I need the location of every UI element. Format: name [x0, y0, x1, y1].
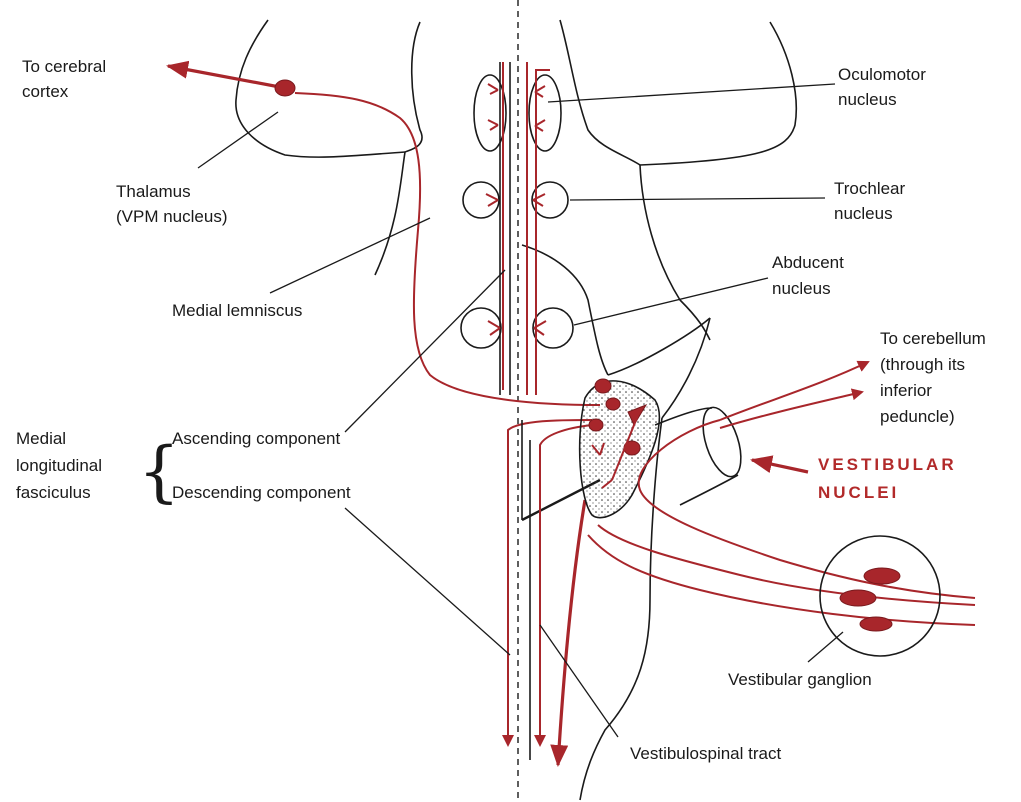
vestibular-ganglion-shape — [820, 536, 940, 656]
mlf-ascending-outline — [500, 62, 510, 395]
mlf-label: Medial longitudinal fasciculus — [16, 429, 107, 502]
vestibulospinal-tract-label: Vestibulospinal tract — [630, 744, 781, 763]
ascending-pathway-right — [527, 62, 550, 395]
vestibulospinal-arrow — [558, 500, 585, 765]
thalamus-cell — [275, 80, 295, 96]
oculomotor-nucleus-label: Oculomotor nucleus — [838, 65, 931, 109]
vestibular-nuclei-arrow — [752, 460, 808, 472]
vestibular-ganglion-label: Vestibular ganglion — [728, 670, 872, 689]
trochlear-nucleus-shapes — [463, 182, 568, 218]
vestibular-nuclei-region — [580, 379, 660, 518]
descending-component-label: Descending component — [172, 483, 351, 502]
to-cerebellum-label: To cerebellum (through its inferior pedu… — [880, 329, 991, 426]
vestibular-nuclei-label: VESTIBULAR NUCLEI — [818, 455, 964, 502]
abducent-nucleus-shapes — [461, 308, 573, 348]
to-cerebral-cortex-label: To cerebral cortex — [22, 57, 111, 101]
mlf-descending — [508, 420, 592, 760]
brainstem-outline — [236, 20, 796, 800]
abducent-nucleus-label: Abducent nucleus — [772, 253, 849, 298]
thalamus-label: Thalamus (VPM nucleus) — [116, 182, 227, 226]
trochlear-nucleus-label: Trochlear nucleus — [834, 179, 910, 223]
medial-lemniscus-label: Medial lemniscus — [172, 301, 302, 320]
ascending-component-label: Ascending component — [172, 429, 341, 448]
